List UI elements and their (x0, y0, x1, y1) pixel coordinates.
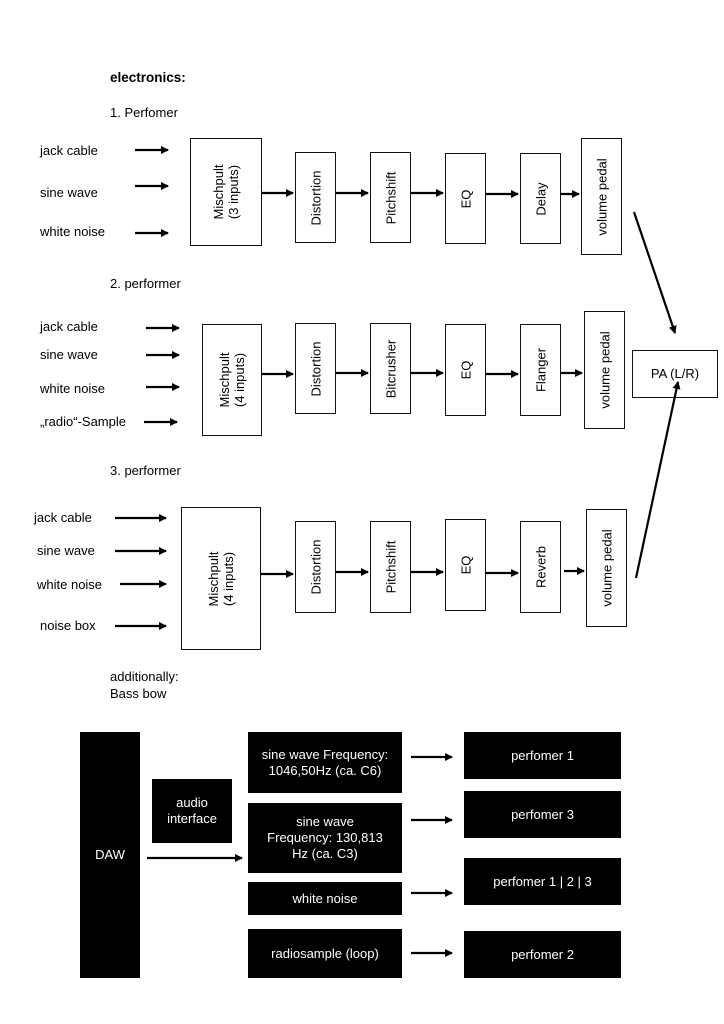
performer-3-input: jack cable (34, 510, 92, 525)
mixer-label: Mischpult (211, 164, 226, 220)
performer-3-eq: EQ (445, 519, 486, 611)
performer-3-heading: 3. performer (110, 463, 181, 478)
bass-bow-label: Bass bow (110, 686, 167, 701)
interface-label: interface (167, 811, 217, 826)
performer-1-mixer: Mischpult(3 inputs) (190, 138, 262, 246)
performer-2-input: white noise (40, 381, 106, 396)
effect-label: Pitchshift (383, 171, 398, 224)
interface-label: audio (176, 795, 208, 810)
effect-label: Delay (533, 181, 548, 216)
source-radiosample: radiosample (loop) (248, 929, 402, 978)
target-performer-all: perfomer 1 | 2 | 3 (464, 858, 621, 905)
performer-2-input: jack cable (40, 319, 98, 334)
performer-2-flanger: Flanger (520, 324, 561, 416)
effect-label: volume pedal (594, 157, 609, 236)
effect-label: volume pedal (597, 331, 612, 409)
performer-2-volume-pedal: volume pedal (584, 311, 625, 429)
additionally-note: additionally: Bass bow (110, 668, 179, 702)
performer-2-mixer: Mischpult(4 inputs) (202, 324, 262, 436)
performer-1-volume-pedal: volume pedal (581, 138, 622, 255)
effect-label: EQ (458, 555, 473, 575)
performer-1-eq: EQ (445, 153, 486, 244)
daw-label: DAW (95, 847, 125, 862)
mixer-inputs: (4 inputs) (232, 352, 247, 408)
source-text: Frequency: 130,813 (267, 830, 383, 845)
performer-1-delay: Delay (520, 153, 561, 244)
effect-label: Distortion (308, 539, 323, 595)
mixer-inputs: (4 inputs) (221, 551, 236, 606)
source-text: Hz (ca. C3) (292, 846, 358, 861)
effect-label: EQ (458, 189, 473, 208)
mixer-inputs: (3 inputs) (226, 164, 241, 220)
mixer-label: Mischpult (206, 551, 221, 606)
arrow (632, 211, 677, 334)
target-text: perfomer 2 (511, 946, 574, 962)
effect-label: Flanger (533, 347, 548, 393)
diagram-title: electronics: (110, 70, 186, 85)
performer-2-input: sine wave (40, 347, 98, 362)
target-performer-1: perfomer 1 (464, 732, 621, 779)
effect-label: EQ (458, 360, 473, 380)
target-text: perfomer 3 (511, 806, 574, 822)
performer-1-distortion: Distortion (295, 152, 336, 243)
source-text: sine wave (296, 814, 354, 829)
performer-3-reverb: Reverb (520, 521, 561, 613)
performer-2-bitcrusher: Bitcrusher (370, 323, 411, 414)
performer-1-input: white noise (40, 224, 106, 239)
mixer-label: Mischpult (217, 352, 232, 408)
performer-1-input: sine wave (40, 185, 98, 200)
source-text: radiosample (loop) (271, 945, 379, 961)
performer-2-eq: EQ (445, 324, 486, 416)
performer-3-input: sine wave (37, 543, 95, 558)
source-text: white noise (292, 890, 358, 906)
performer-3-distortion: Distortion (295, 521, 336, 613)
pa-label: PA (L/R) (650, 366, 700, 381)
effect-label: Reverb (533, 546, 548, 588)
target-performer-3: perfomer 3 (464, 791, 621, 838)
performer-2-heading: 2. performer (110, 276, 181, 291)
performer-1-heading: 1. Perfomer (110, 105, 178, 120)
performer-3-input: noise box (40, 618, 96, 633)
effect-label: Pitchshift (383, 540, 398, 594)
performer-1-pitchshift: Pitchshift (370, 152, 411, 243)
performer-3-mixer: Mischpult(4 inputs) (181, 507, 261, 650)
performer-3-volume-pedal: volume pedal (586, 509, 627, 627)
source-sine-c6: sine wave Frequency:1046,50Hz (ca. C6) (248, 732, 402, 793)
performer-3-pitchshift: Pitchshift (370, 521, 411, 613)
additionally-label: additionally: (110, 669, 179, 684)
performer-3-input: white noise (37, 577, 103, 592)
pa-output: PA (L/R) (632, 350, 718, 398)
source-white-noise: white noise (248, 882, 402, 915)
effect-label: volume pedal (599, 529, 614, 607)
arrow (634, 381, 681, 579)
source-text: sine wave Frequency: (261, 746, 389, 762)
target-performer-2: perfomer 2 (464, 931, 621, 978)
effect-label: Bitcrusher (383, 339, 398, 398)
source-text: 1046,50Hz (ca. C6) (268, 762, 382, 778)
effect-label: Distortion (308, 341, 323, 396)
target-text: perfomer 1 | 2 | 3 (493, 873, 592, 889)
daw-block: DAW (80, 732, 140, 978)
effect-label: Distortion (308, 170, 323, 225)
performer-1-input: jack cable (40, 143, 98, 158)
performer-2-distortion: Distortion (295, 323, 336, 414)
performer-2-input: „radio“-Sample (40, 414, 126, 429)
target-text: perfomer 1 (511, 747, 574, 763)
